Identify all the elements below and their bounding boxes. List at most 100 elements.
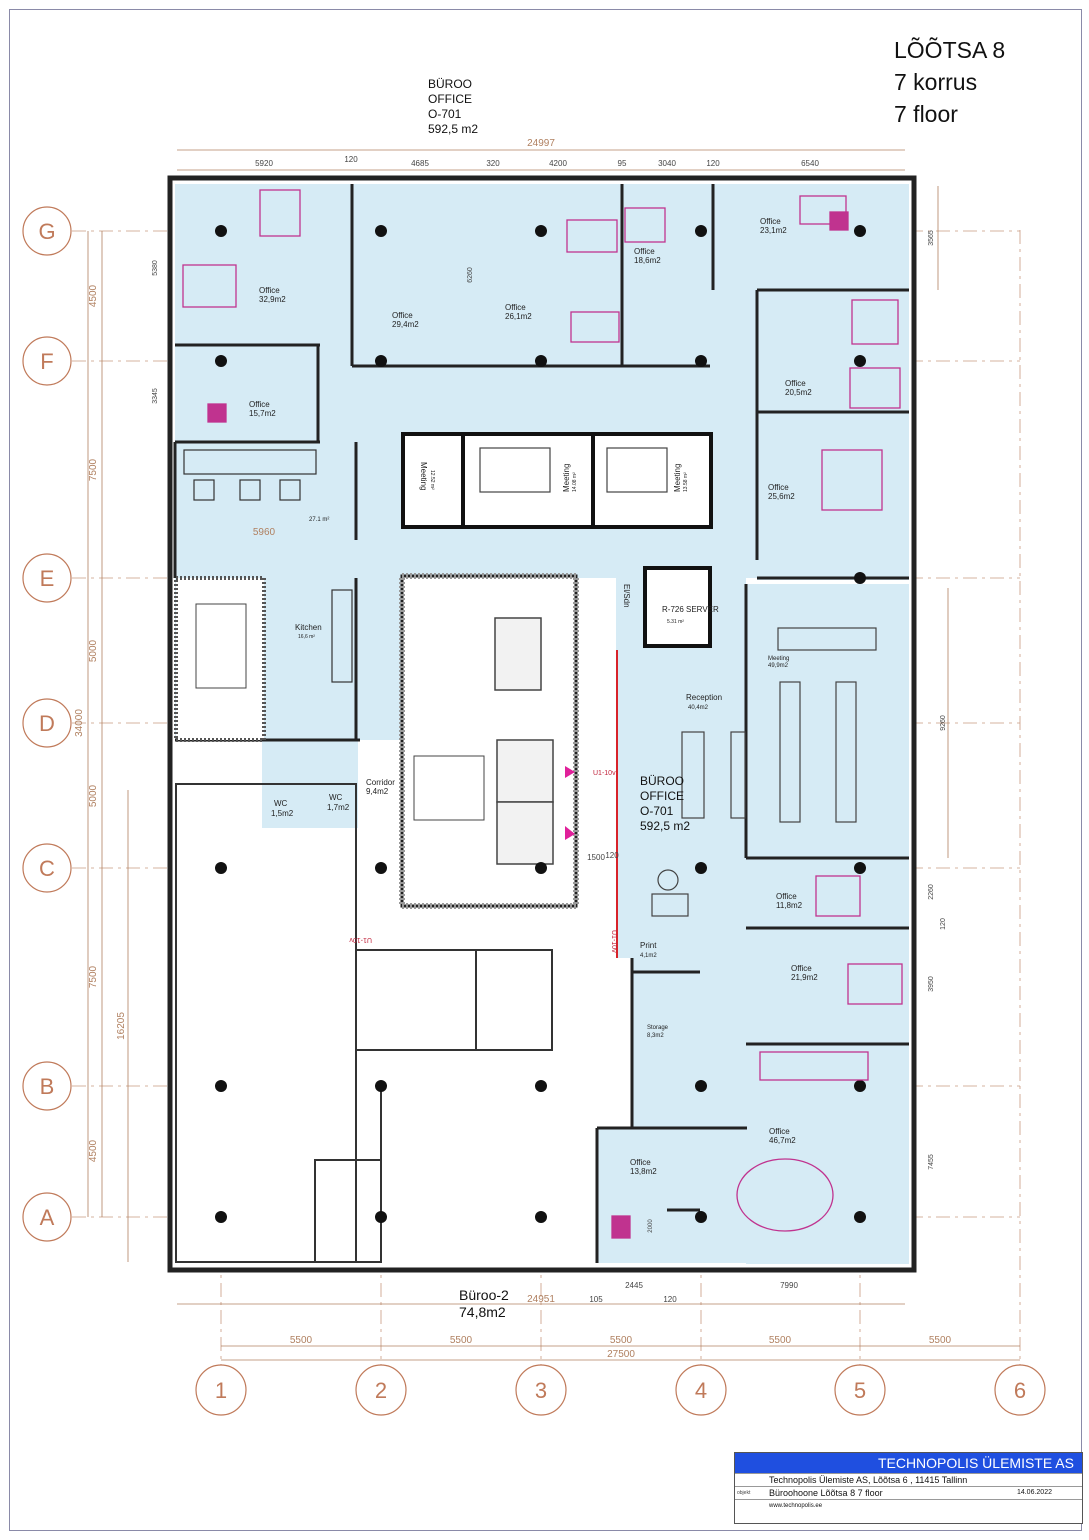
room-name: Office <box>760 217 781 226</box>
grid-col-bubbles <box>195 1364 1046 1416</box>
grid-row-label: F <box>40 349 53 374</box>
furniture <box>182 189 903 1239</box>
grid-total: 27500 <box>607 1349 635 1360</box>
room-area: 4,1m2 <box>640 953 657 959</box>
room-name: Office <box>776 892 797 901</box>
col-spacing-4: 5500 <box>769 1335 792 1346</box>
room-area: 16,6 m² <box>298 634 315 640</box>
u1-marker-2: U1-10v <box>349 936 372 943</box>
company-address-row: Technopolis Ülemiste AS, Lõõtsa 6 , 1141… <box>735 1473 1082 1486</box>
room-name: Meeting <box>562 464 571 492</box>
overall-width-bottom: 24951 <box>527 1294 555 1305</box>
dim-top-9: 6540 <box>801 159 819 168</box>
dimension-lines <box>87 149 1020 1361</box>
room-area: 13,8m2 <box>630 1167 657 1176</box>
room-name: Office <box>630 1158 651 1167</box>
room-area: 49,9m2 <box>768 663 789 669</box>
room-area: 27.1 m² <box>309 517 329 523</box>
room-area: 14.08 m² <box>572 472 578 492</box>
room-area: 23,1m2 <box>760 226 787 235</box>
row-spacing-1: 4500 <box>88 284 99 307</box>
dim-bottom-3: 120 <box>663 1295 677 1304</box>
room-name: Storage <box>647 1025 669 1031</box>
room-name: R-726 SERVER <box>662 605 719 614</box>
col-spacing-5: 5500 <box>929 1335 952 1346</box>
dim-top-8: 120 <box>706 159 720 168</box>
dim-top-7: 3040 <box>658 159 676 168</box>
right-dim-3: 2260 <box>928 884 935 900</box>
label-line: OFFICE <box>428 92 472 106</box>
room-name: Office <box>769 1127 790 1136</box>
grid-col-label: 5 <box>854 1378 866 1403</box>
right-dim-5: 3950 <box>928 976 935 992</box>
company-name: TECHNOPOLIS ÜLEMISTE AS <box>735 1453 1082 1473</box>
elsdn-marker: El/Sdn <box>622 584 631 608</box>
right-dim-1: 3565 <box>928 230 935 246</box>
room-name: Office <box>785 379 806 388</box>
label-line: 592,5 m2 <box>428 122 479 136</box>
dim-top-3: 4685 <box>411 159 429 168</box>
room-name: Corridor <box>366 778 395 787</box>
room-lounge: 27.1 m² <box>309 517 329 523</box>
drawing-title: LÕÕTSA 8 7 korrus 7 floor <box>894 34 1005 130</box>
grid-row-labels: G F E D C B A <box>38 219 55 1230</box>
misc-dim-1: 5960 <box>253 527 276 538</box>
grid-col-label: 6 <box>1014 1378 1026 1403</box>
buroo2-name: Büroo-2 <box>459 1287 509 1303</box>
row-spacing-5: 7500 <box>88 965 99 988</box>
grid-row-label: B <box>40 1074 55 1099</box>
server-room <box>643 566 712 648</box>
room-name: Meeting <box>419 462 428 490</box>
floor-en: 7 floor <box>894 101 958 127</box>
room-name: Reception <box>686 693 722 702</box>
label-line: 592,5 m2 <box>640 819 691 833</box>
room-area: 5.31 m² <box>667 619 684 625</box>
grid-col-label: 3 <box>535 1378 547 1403</box>
reception-furniture <box>479 447 877 917</box>
u1-marker-3: U1-10v <box>610 930 617 953</box>
label-line: O-701 <box>428 107 462 121</box>
right-dim-6: 7455 <box>928 1154 935 1170</box>
right-dims: 3565 9260 2260 120 3950 7455 <box>928 230 947 1170</box>
room-area: 13.58 m² <box>683 472 689 492</box>
grid-col-label: 2 <box>375 1378 387 1403</box>
right-dim-4: 120 <box>940 918 947 930</box>
left-small-1: 5380 <box>152 260 159 276</box>
room-name: Office <box>791 964 812 973</box>
kitchen-furniture <box>183 449 353 683</box>
dim-top-6: 95 <box>618 159 627 168</box>
room-name: Office <box>505 303 526 312</box>
room-name: Kitchen <box>295 623 322 632</box>
grid-row-label: E <box>40 566 55 591</box>
room-area: 46,7m2 <box>769 1136 796 1145</box>
room-name: Office <box>392 311 413 320</box>
dim-top-2: 120 <box>344 155 358 164</box>
grid-row-label: D <box>39 711 55 736</box>
room-name: Office <box>259 286 280 295</box>
dim-bottom-4: 7990 <box>780 1281 798 1290</box>
grid-col-label: 4 <box>695 1378 707 1403</box>
buroo2-area: 74,8m2 <box>459 1304 506 1320</box>
meeting-rooms <box>401 432 713 529</box>
room-area: 1,5m2 <box>271 809 294 818</box>
right-dim-2: 9260 <box>940 715 947 731</box>
room-area: 26,1m2 <box>505 312 532 321</box>
room-name: Office <box>634 247 655 256</box>
col-spacing-3: 5500 <box>610 1335 633 1346</box>
room-area: 25,6m2 <box>768 492 795 501</box>
